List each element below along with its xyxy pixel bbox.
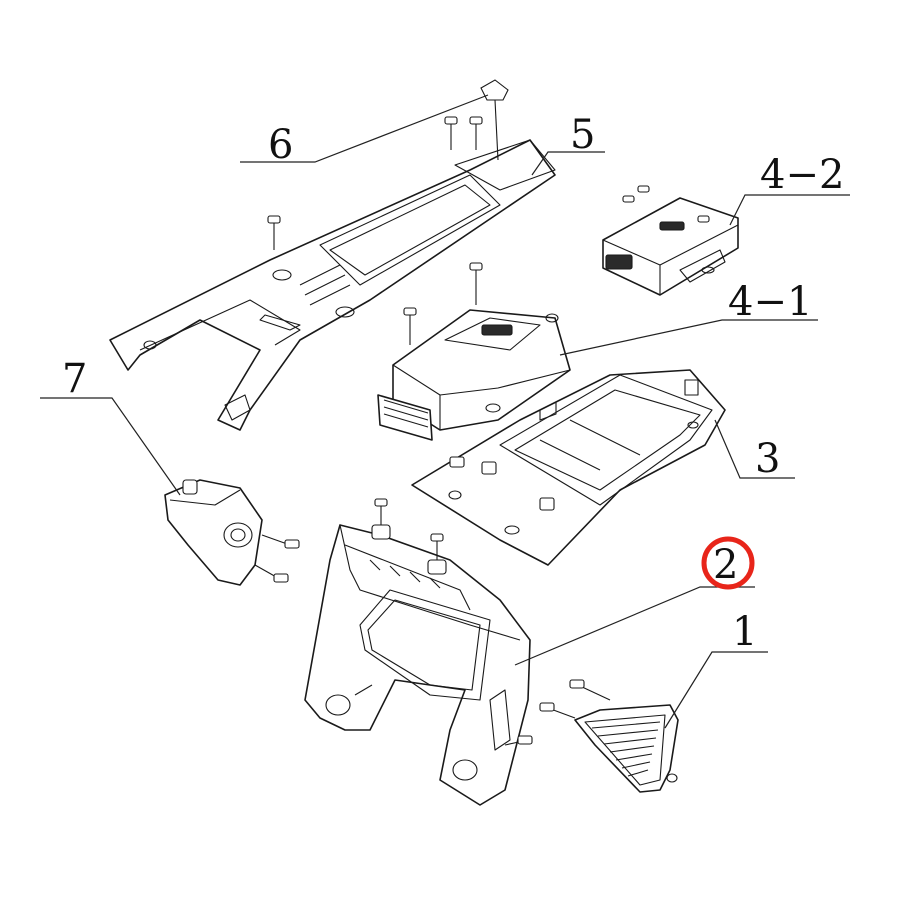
leader-6 xyxy=(240,94,489,163)
leader-3 xyxy=(714,419,795,479)
leader-1 xyxy=(664,651,768,729)
part-6-screws xyxy=(267,79,509,250)
callout-7: 7 xyxy=(62,356,87,402)
part-3-tray[interactable] xyxy=(411,369,726,566)
part-1-cover[interactable] xyxy=(539,679,679,793)
leader-4-1 xyxy=(559,319,818,356)
callout-5: 5 xyxy=(570,112,595,158)
part-4-2-module[interactable] xyxy=(602,185,739,296)
callout-2: 2 xyxy=(713,542,738,588)
callout-4-2: 4−2 xyxy=(760,152,844,198)
part-2-housing[interactable] xyxy=(304,498,533,806)
callout-1: 1 xyxy=(732,609,757,655)
leader-4-2 xyxy=(729,194,850,226)
leader-5 xyxy=(531,151,605,176)
callout-3: 3 xyxy=(755,436,780,482)
leader-2 xyxy=(514,586,755,666)
part-6-frame[interactable] xyxy=(109,139,556,431)
callout-4-1: 4−1 xyxy=(728,279,812,325)
callout-labels: 6 5 4−2 4−1 7 3 2 1 xyxy=(62,112,844,655)
part-4-1-controller[interactable] xyxy=(377,262,571,441)
part-7-bracket[interactable] xyxy=(164,479,300,586)
leader-7 xyxy=(40,397,181,496)
callout-6: 6 xyxy=(268,122,293,168)
highlight-circle xyxy=(701,536,755,590)
